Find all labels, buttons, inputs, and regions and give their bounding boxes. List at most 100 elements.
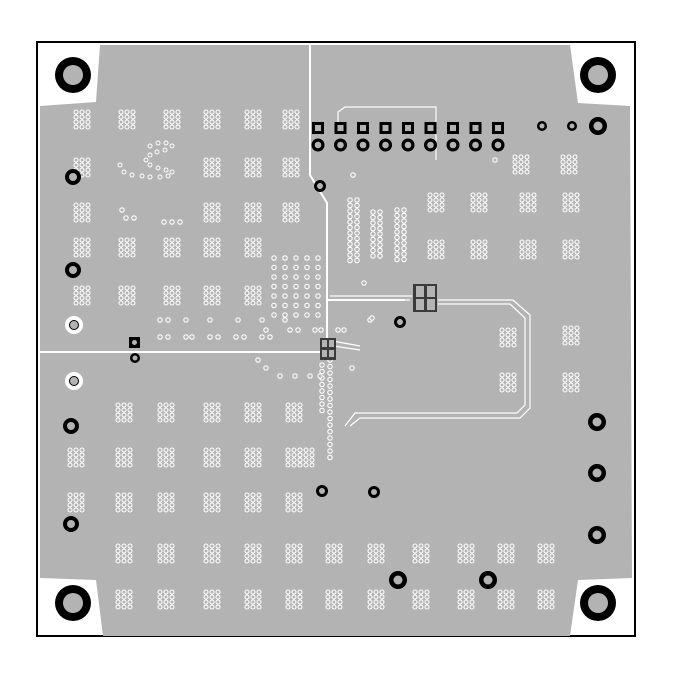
via [215, 242, 221, 248]
via-cluster [203, 202, 221, 223]
via [379, 604, 385, 610]
via [79, 162, 85, 168]
via [115, 412, 121, 418]
via [209, 452, 215, 458]
via [379, 594, 385, 600]
via-cluster [203, 543, 221, 564]
via [255, 357, 261, 363]
via [503, 543, 509, 549]
via [373, 594, 379, 600]
via [288, 172, 294, 178]
via [73, 157, 79, 163]
via [377, 253, 383, 259]
via [505, 377, 511, 383]
via [163, 412, 169, 418]
via [169, 447, 175, 453]
via [79, 167, 85, 173]
via [244, 492, 250, 498]
via [562, 249, 568, 255]
via [157, 452, 163, 458]
via [169, 119, 175, 125]
via-cluster [163, 109, 181, 130]
via [439, 244, 445, 250]
via [271, 264, 277, 271]
via [189, 334, 195, 340]
via [115, 407, 121, 413]
via-cluster [285, 402, 303, 423]
via [203, 167, 209, 173]
via [215, 207, 221, 213]
via [568, 239, 574, 245]
plated-hole [314, 180, 326, 192]
via [203, 497, 209, 503]
via [250, 412, 256, 418]
via-cluster [497, 589, 515, 610]
via [157, 317, 163, 323]
via [412, 558, 418, 564]
via-cluster [67, 447, 85, 468]
via [256, 553, 262, 559]
via [215, 157, 221, 163]
header-pin-3 [356, 122, 370, 152]
via [370, 247, 376, 254]
via [115, 497, 121, 503]
via [377, 214, 383, 221]
via [531, 202, 537, 208]
via [250, 462, 256, 468]
via [209, 558, 215, 564]
via [531, 207, 537, 213]
via [203, 457, 209, 463]
via-cluster [157, 589, 175, 610]
via [256, 167, 262, 173]
via [169, 300, 175, 306]
via [512, 154, 518, 160]
via [203, 599, 209, 605]
via [291, 412, 297, 418]
via [73, 237, 79, 243]
plated-hole [588, 526, 606, 544]
via [67, 457, 73, 463]
via [215, 290, 221, 296]
via [282, 172, 288, 178]
via [259, 334, 265, 340]
via [209, 507, 215, 513]
via [537, 543, 543, 549]
via [85, 207, 91, 213]
via [209, 462, 215, 468]
via [354, 208, 360, 214]
via [175, 290, 181, 296]
via [509, 599, 515, 605]
via [518, 159, 524, 165]
via-cluster [470, 239, 488, 260]
via [331, 548, 337, 554]
via [469, 589, 475, 595]
via [285, 604, 291, 610]
via [203, 462, 209, 468]
via [347, 241, 353, 247]
via [568, 244, 574, 250]
via-cluster [562, 239, 580, 260]
via [124, 247, 130, 253]
plated-hole-drill [592, 417, 602, 427]
via [163, 594, 169, 600]
via [256, 124, 262, 130]
via [354, 257, 360, 264]
via [354, 246, 360, 253]
via [497, 589, 503, 595]
via [244, 202, 250, 208]
via [401, 218, 407, 224]
via [85, 157, 91, 163]
via [297, 402, 303, 408]
via [209, 553, 215, 559]
via [497, 604, 503, 610]
via [256, 252, 262, 258]
via [519, 192, 525, 198]
via [304, 274, 310, 280]
via [203, 242, 209, 248]
via-cluster [73, 237, 91, 258]
via [147, 143, 153, 149]
via [250, 452, 256, 458]
via [67, 497, 73, 503]
via [163, 599, 169, 605]
via [291, 492, 297, 498]
